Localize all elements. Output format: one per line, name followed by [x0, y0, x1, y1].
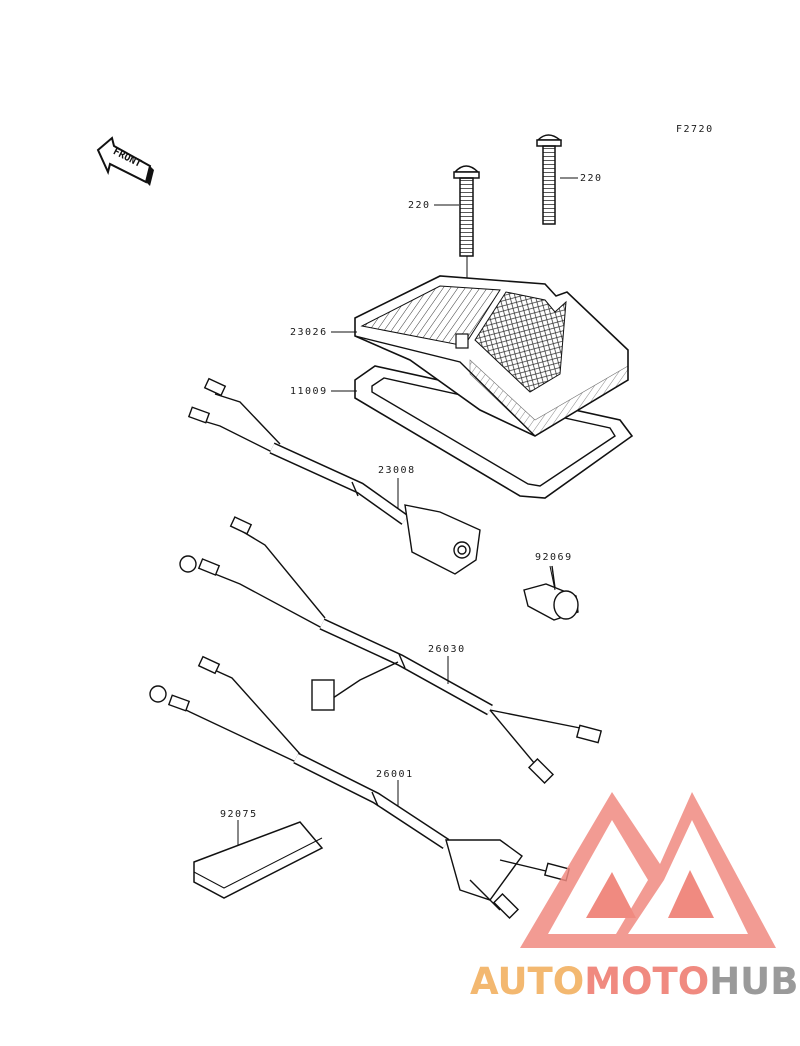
figure-code: F2720: [676, 124, 714, 135]
watermark-triangle-icon: [520, 792, 776, 948]
socket-harness: [187, 377, 481, 575]
harness-26001: [149, 655, 571, 920]
label-bulb: 92069: [535, 552, 573, 563]
label-screw-right: 220: [580, 173, 603, 184]
label-harness-a: 26030: [428, 644, 466, 655]
pad: [193, 821, 324, 899]
label-socket: 23008: [378, 465, 416, 476]
label-lens: 23026: [290, 327, 328, 338]
label-pad: 92075: [220, 809, 258, 820]
screw-right: [536, 134, 563, 225]
watermark-hub: HUB: [709, 960, 799, 1003]
gasket: [354, 365, 634, 499]
watermark-logo: AUTOMOTOHUB: [470, 960, 798, 1004]
tail-lens: [354, 275, 629, 437]
watermark-auto: AUTO: [470, 960, 585, 1003]
watermark-moto: MOTO: [584, 960, 710, 1003]
label-gasket: 11009: [290, 386, 328, 397]
harness-26030: [179, 516, 603, 785]
label-screw-left: 220: [408, 200, 431, 211]
leader-lines: [237, 177, 578, 846]
bulb: [523, 565, 579, 621]
label-harness-b: 26001: [376, 769, 414, 780]
screw-left: [453, 165, 480, 257]
front-arrow-icon: [96, 136, 154, 186]
